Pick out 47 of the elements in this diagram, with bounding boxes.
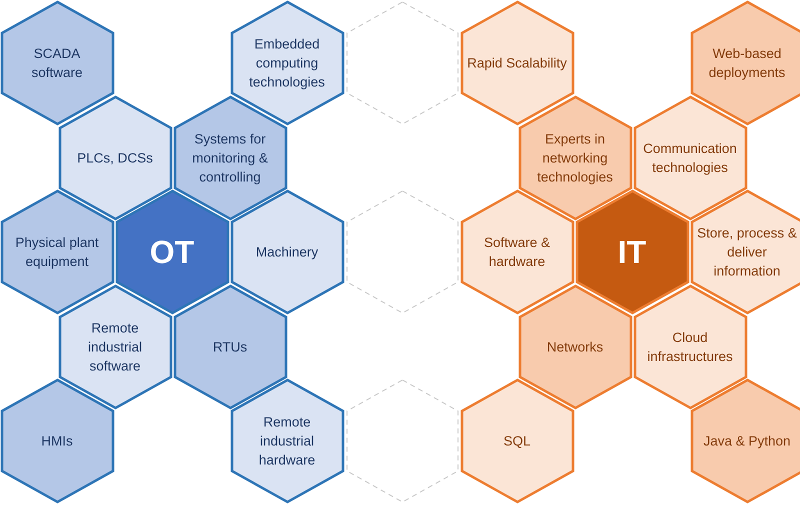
hex-label: Rapid Scalability <box>467 54 567 72</box>
hex-label: Java & Python <box>702 432 792 450</box>
hex-label: Cloud infrastructures <box>646 328 734 366</box>
hexagon-cell <box>518 284 632 410</box>
hexagon-cell <box>690 0 800 126</box>
hexagon-cell <box>460 378 574 504</box>
hexagon-cell <box>574 189 690 315</box>
hex-label: SQL <box>502 432 532 450</box>
hexagon-cell <box>632 94 748 220</box>
hex-label: Experts in networking technologies <box>536 130 614 186</box>
dashed-hexagon <box>344 0 460 126</box>
hexagon-cell <box>230 189 344 315</box>
hex-label: SCADA software <box>30 45 84 82</box>
hexagon-cell <box>460 0 574 126</box>
hex-label: Machinery <box>254 244 320 262</box>
hexagon-cell <box>172 94 288 220</box>
hex-label: Remote industrial software <box>86 319 144 375</box>
hex-label: PLCs, DCSs <box>76 149 154 167</box>
center-label: OT <box>150 234 194 270</box>
dashed-hexagon <box>344 378 460 504</box>
hex-label: Communication technologies <box>642 140 738 176</box>
hexagon-cell <box>230 0 344 126</box>
hex-label: Embedded computing technologies <box>248 36 326 92</box>
hexagon-cell <box>518 94 632 220</box>
hexagon-cell <box>460 189 574 315</box>
hexagon-cell <box>0 189 114 315</box>
hexagon-cell <box>114 189 230 315</box>
hex-label: Networks <box>546 338 604 356</box>
hex-label: Physical plant equipment <box>14 234 100 271</box>
hexagon-cell <box>58 94 172 220</box>
hex-label: HMIs <box>40 432 74 450</box>
hexagon-cell <box>230 378 344 504</box>
hexagon-cell <box>0 378 114 504</box>
hex-label: Systems for monitoring & controlling <box>191 130 269 186</box>
hex-label: Remote industrial hardware <box>258 414 316 470</box>
hexagon-cell <box>690 378 800 504</box>
hex-label: Software & hardware <box>482 234 552 271</box>
hexagon-cell <box>172 284 288 410</box>
hexagon-cell <box>0 0 114 126</box>
hex-label: Web-based deployments <box>708 45 786 82</box>
hexagon-cell <box>58 284 172 410</box>
center-label: IT <box>618 234 646 270</box>
hex-label: Store, process & deliver information <box>697 224 797 280</box>
hexagon-cell <box>632 284 748 410</box>
hex-label: RTUs <box>212 338 248 356</box>
dashed-hexagon <box>344 189 460 315</box>
hexagon-cell <box>690 189 800 315</box>
